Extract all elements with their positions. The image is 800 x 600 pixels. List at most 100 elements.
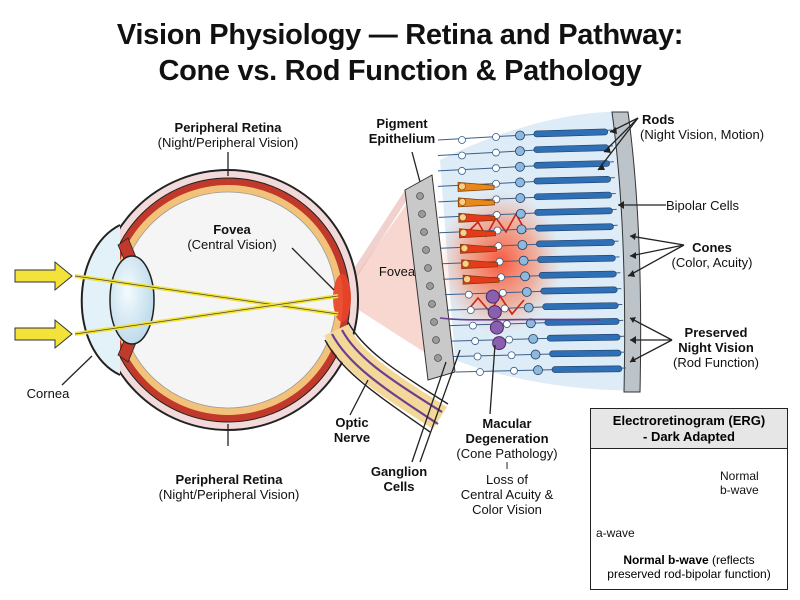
rod-cell-body bbox=[458, 151, 466, 160]
bipolar-cell bbox=[515, 130, 525, 141]
rod-outer-segment bbox=[542, 302, 619, 311]
label-line: Central Acuity & bbox=[460, 487, 554, 502]
rod-outer-segment bbox=[536, 239, 615, 248]
synapse-node bbox=[505, 335, 514, 344]
rod-outer-segment bbox=[540, 286, 618, 295]
label-optic-nerve: Optic Nerve bbox=[322, 415, 382, 445]
rod-outer-segment bbox=[534, 207, 613, 216]
pigment-cells bbox=[416, 192, 442, 362]
rod-outer-segment bbox=[535, 223, 614, 232]
rod-outer-segment bbox=[537, 254, 616, 263]
label-preserved-night-vision: Preserved Night Vision (Rod Function) bbox=[664, 325, 768, 370]
rod-outer-segment bbox=[546, 333, 621, 342]
rod-cell-body bbox=[458, 136, 466, 144]
cone-cell bbox=[457, 181, 495, 192]
leader-arrowheads bbox=[598, 127, 636, 362]
label-peripheral-retina-bottom: Peripheral Retina (Night/Peripheral Visi… bbox=[144, 472, 314, 502]
synapse-node bbox=[507, 351, 516, 360]
rod-outer-segment bbox=[533, 175, 611, 185]
bipolar-cell bbox=[517, 240, 528, 250]
label-cones: Cones (Color, Acuity) bbox=[662, 240, 762, 270]
rod-cell-body bbox=[464, 290, 473, 299]
page-title-line-2: Cone vs. Rod Function & Pathology bbox=[158, 55, 642, 87]
cone-cell bbox=[459, 228, 496, 239]
rod-cell-body bbox=[458, 167, 466, 175]
cone-nucleus bbox=[460, 244, 469, 253]
cone-nucleus bbox=[459, 213, 467, 222]
erg-caption-line-2: preserved rod-bipolar function) bbox=[607, 567, 771, 581]
ganglion-cell bbox=[492, 336, 507, 351]
cone-cell bbox=[458, 212, 496, 223]
synapse-node bbox=[500, 304, 509, 313]
cone-nucleus bbox=[463, 275, 471, 284]
rod-cell-body bbox=[471, 337, 480, 345]
label-macular-degeneration: Macular Degeneration (Cone Pathology) I … bbox=[442, 416, 572, 517]
synapse-node bbox=[510, 366, 518, 375]
eye-lens bbox=[109, 255, 155, 345]
pigment-epithelium bbox=[404, 174, 456, 381]
label-line: Optic bbox=[335, 415, 369, 430]
label-line: Pigment bbox=[376, 116, 428, 131]
optic-nerve bbox=[324, 324, 447, 429]
label-pigment-epithelium: Pigment Epithelium bbox=[362, 116, 442, 146]
bipolar-cell bbox=[515, 177, 525, 188]
erg-a-wave-label: a-wave bbox=[596, 526, 635, 540]
rod-cell-body bbox=[466, 306, 475, 315]
rod-outer-segment bbox=[551, 365, 623, 373]
rod-outer-segment bbox=[538, 270, 617, 279]
ganglion-cell bbox=[487, 305, 502, 320]
cone-cell bbox=[460, 243, 497, 254]
label-fovea-eye: Fovea (Central Vision) bbox=[172, 222, 292, 252]
label-line: Macular bbox=[482, 416, 532, 431]
label-title: Rods bbox=[642, 112, 675, 127]
rod-cell-body bbox=[468, 321, 477, 330]
leader-lines bbox=[61, 117, 685, 463]
ganglion-cell bbox=[489, 320, 504, 335]
label-sub: (Central Vision) bbox=[187, 237, 277, 252]
bipolar-cell bbox=[523, 302, 534, 313]
label-rods: Rods (Night Vision, Motion) bbox=[640, 112, 785, 142]
label-line: Cells bbox=[383, 479, 415, 494]
label-title: Cones bbox=[692, 240, 732, 255]
label-title: Fovea bbox=[213, 222, 251, 237]
erg-title-line: Electroretinogram (ERG) bbox=[612, 413, 766, 428]
label-line: Degeneration bbox=[465, 431, 549, 446]
erg-caption-line-1: Normal b-wave (reflects bbox=[591, 553, 787, 567]
bipolar-cell bbox=[530, 349, 541, 360]
eye-illustration bbox=[14, 169, 449, 433]
bipolar-cell bbox=[521, 287, 532, 297]
label-title: Peripheral Retina bbox=[174, 120, 282, 135]
label-line: Nerve bbox=[333, 430, 371, 445]
light-ray bbox=[74, 275, 339, 315]
cone-nucleus bbox=[458, 198, 467, 206]
synapse-node bbox=[492, 133, 500, 141]
zoom-shadow bbox=[336, 186, 416, 300]
erg-normal-line: Normal bbox=[720, 469, 759, 483]
cone-cell bbox=[457, 197, 495, 208]
label-peripheral-retina-top: Peripheral Retina (Night/Peripheral Visi… bbox=[148, 120, 308, 150]
label-line: Epithelium bbox=[368, 131, 436, 146]
label-line: Color Vision bbox=[472, 502, 542, 517]
cone-nucleus bbox=[459, 229, 468, 237]
label-line: Ganglion bbox=[370, 464, 428, 479]
bipolar-cell bbox=[515, 208, 526, 219]
label-fovea-retina: Fovea bbox=[378, 264, 416, 279]
bipolar-cell bbox=[520, 271, 530, 282]
photoreceptor-rows bbox=[437, 128, 627, 376]
cone-cell bbox=[461, 259, 499, 270]
light-ray bbox=[74, 295, 339, 335]
rod-outer-segment bbox=[549, 349, 622, 358]
light-arrow bbox=[14, 318, 73, 350]
page-title-line-1: Vision Physiology — Retina and Pathway: bbox=[116, 19, 684, 51]
label-sub: (Night/Peripheral Vision) bbox=[158, 487, 300, 502]
synapse-node bbox=[498, 288, 507, 297]
erg-normal-line: b-wave bbox=[720, 483, 759, 497]
bipolar-cell bbox=[533, 365, 543, 376]
rod-cell-body bbox=[473, 352, 482, 361]
erg-caption-rest: (reflects bbox=[708, 553, 755, 567]
cone-nucleus bbox=[461, 259, 470, 268]
erg-panel: Electroretinogram (ERG) - Dark Adapted N… bbox=[590, 408, 788, 590]
synapse-node bbox=[492, 164, 500, 173]
